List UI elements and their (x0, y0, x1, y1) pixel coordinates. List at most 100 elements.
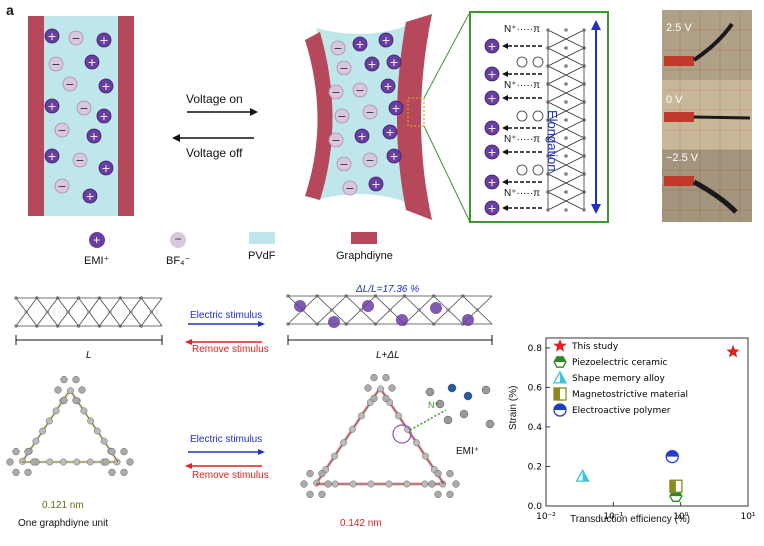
svg-text:−: − (75, 154, 84, 167)
svg-text:+: + (47, 150, 56, 163)
svg-text:+: + (383, 80, 392, 93)
legend-label: This study (571, 342, 619, 352)
legend-graphdiyne-label: Graphdiyne (336, 250, 393, 262)
bf4-icon: − (170, 232, 187, 248)
bond-length-121: 0.121 nm (42, 500, 84, 511)
legend-label: Piezoelectric ceramic (572, 358, 668, 368)
bf4-ion (336, 156, 352, 172)
chart-ytick-label: 0.6 (528, 383, 543, 393)
emi-ion (44, 28, 60, 44)
svg-text:−: − (333, 42, 342, 55)
svg-text:+: + (101, 162, 110, 175)
svg-text:+: + (487, 176, 496, 189)
emi-ion (96, 32, 112, 48)
graphdiyne-swatch (351, 232, 378, 244)
actuator-bent: −++−++−−+−−+−++−−+−+ (305, 11, 471, 223)
interaction-label-4: N⁺·····π (504, 188, 541, 199)
svg-text:+: + (89, 130, 98, 143)
emi-ion (98, 78, 114, 94)
electric-stimulus-label-2: Electric stimulus (190, 434, 263, 445)
svg-text:+: + (367, 58, 376, 71)
electric-stimulus-label-1: Electric stimulus (190, 310, 263, 321)
photo-panel (662, 10, 752, 222)
emi-ion (484, 174, 500, 190)
svg-text:−: − (79, 102, 88, 115)
svg-text:−: − (337, 110, 346, 123)
bf4-ion (334, 108, 350, 124)
svg-text:+: + (385, 126, 394, 139)
svg-text:+: + (101, 80, 110, 93)
chart-ytick-label: 0.8 (528, 344, 543, 354)
legend-label: Magnetostrictive material (572, 390, 688, 400)
voltage-on-label: Voltage on (186, 92, 243, 106)
bf4-ion (54, 122, 70, 138)
emi-ion (484, 66, 500, 82)
chart-xtick-label: 10⁻¹ (603, 512, 623, 522)
svg-text:+: + (99, 110, 108, 123)
chart-xtick-label: 10⁻² (536, 512, 556, 522)
svg-text:+: + (389, 56, 398, 69)
unit-caption: One graphdiyne unit (18, 518, 109, 529)
bf4-ion (72, 152, 88, 168)
photo-label-3: −2.5 V (666, 152, 699, 164)
chart-frame (545, 337, 749, 507)
chart-ytick-label: 0.4 (528, 423, 543, 433)
svg-text:+: + (87, 56, 96, 69)
emi-ion (44, 98, 60, 114)
svg-text:+: + (99, 34, 108, 47)
bf4-ion (330, 40, 346, 56)
chart-point-star (726, 344, 740, 358)
voltage-arrows (172, 108, 258, 142)
chart-ytick-label: 0.0 (528, 502, 543, 512)
svg-text:−: − (331, 86, 340, 99)
panel-label: a (6, 2, 14, 18)
emi-ion (484, 38, 500, 54)
emi-ion (386, 148, 402, 164)
legend-bf4: − BF₄⁻ (166, 232, 190, 267)
bf4-ion (342, 180, 358, 196)
bf4-ion (328, 84, 344, 100)
chart-xlabel: Transduction efficiency (%) (570, 514, 691, 525)
bf4-ion (62, 76, 78, 92)
svg-text:−: − (365, 106, 374, 119)
emi-ion (484, 200, 500, 216)
emi-ion (368, 176, 384, 192)
remove-stimulus-label-2: Remove stimulus (192, 470, 269, 481)
svg-text:−: − (355, 84, 364, 97)
svg-text:+: + (391, 102, 400, 115)
svg-text:+: + (47, 30, 56, 43)
bf4-ion (48, 56, 64, 72)
svg-text:−: − (365, 154, 374, 167)
zoom-box: +++++++ (469, 11, 609, 223)
remove-stimulus-label-1: Remove stimulus (192, 344, 269, 355)
svg-text:+: + (381, 34, 390, 47)
bf4-ion (352, 82, 368, 98)
emi-ion (380, 78, 396, 94)
emi-ion (364, 56, 380, 72)
legend-label: Electroactive polymer (572, 406, 671, 416)
actuator-schematic: +−+−+−++−+−++−+−+ −++−++−−+−−+−++−−+−+ +… (28, 10, 752, 223)
actuator-rest: +−+−+−++−+−++−+−+ (28, 16, 134, 216)
emi-ion (386, 54, 402, 70)
svg-text:+: + (487, 122, 496, 135)
unit-cell-diagram (6, 373, 495, 499)
legend-pvdf: PVdF (248, 232, 276, 262)
legend-pvdf-label: PVdF (248, 250, 276, 262)
svg-text:−: − (51, 58, 60, 71)
svg-text:+: + (487, 146, 496, 159)
bf4-ion (54, 178, 70, 194)
emi-ion (352, 36, 368, 52)
svg-text:+: + (487, 68, 496, 81)
emi-ion (86, 128, 102, 144)
legend-bf4-label: BF₄⁻ (166, 255, 191, 267)
emi-icon: + (88, 232, 105, 248)
nplus-label: N⁺ (428, 400, 440, 410)
photo-label-1: 2.5 V (666, 22, 692, 34)
svg-text:+: + (389, 150, 398, 163)
chart-xtick-label: 10¹ (740, 512, 755, 522)
chart-xtick-label: 10⁰ (673, 512, 688, 522)
svg-text:−: − (57, 180, 66, 193)
emi-ion (82, 188, 98, 204)
svg-text:−: − (339, 62, 348, 75)
